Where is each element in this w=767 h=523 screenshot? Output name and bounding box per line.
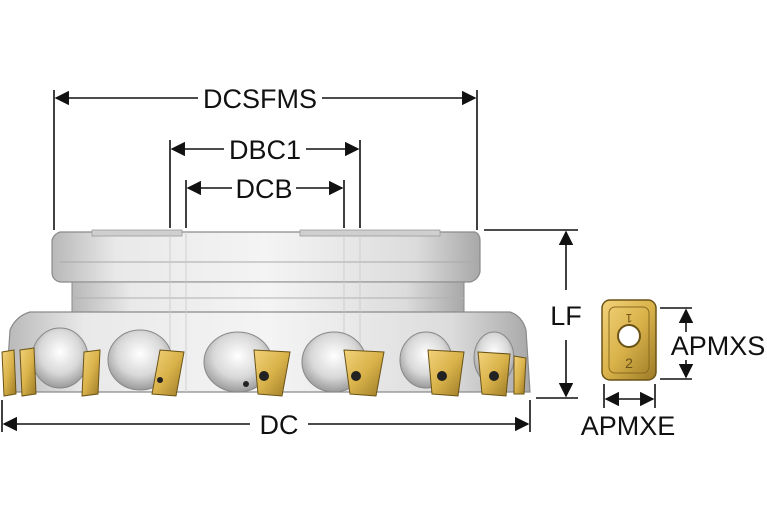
- insert-screw: [259, 371, 269, 381]
- dimensions: [1, 90, 694, 432]
- insert-center-hole: [617, 324, 641, 348]
- label-apmxs: APMXS: [671, 331, 766, 361]
- insert-screw: [351, 371, 361, 381]
- insert-screw: [489, 371, 499, 381]
- insert-detail: 1 2: [601, 299, 657, 381]
- insert: [19, 347, 37, 397]
- dimension-labels: DCSFMS DBC1 DCB LF DC APMXS APMXE: [203, 84, 765, 441]
- label-apmxe: APMXE: [581, 411, 676, 441]
- label-dcsfms: DCSFMS: [203, 84, 317, 114]
- cutter-top-flange: [51, 231, 481, 283]
- insert: [151, 349, 185, 397]
- cutter-inserts: [1, 347, 527, 397]
- insert: [343, 349, 385, 397]
- insert: [513, 355, 527, 395]
- insert: [253, 349, 291, 397]
- label-dc: DC: [260, 410, 299, 440]
- insert-screw: [437, 371, 447, 381]
- insert: [1, 349, 17, 397]
- insert-marking-bottom: 2: [625, 355, 633, 371]
- label-lf: LF: [550, 301, 582, 331]
- label-dcb: DCB: [235, 174, 292, 204]
- cutter-waist: [71, 281, 465, 313]
- chip-pocket: [31, 327, 89, 389]
- insert-screw: [243, 381, 249, 387]
- insert-screw: [157, 377, 163, 383]
- insert-marking-top: 1: [625, 311, 632, 325]
- label-dbc1: DBC1: [229, 135, 301, 165]
- insert: [81, 349, 101, 397]
